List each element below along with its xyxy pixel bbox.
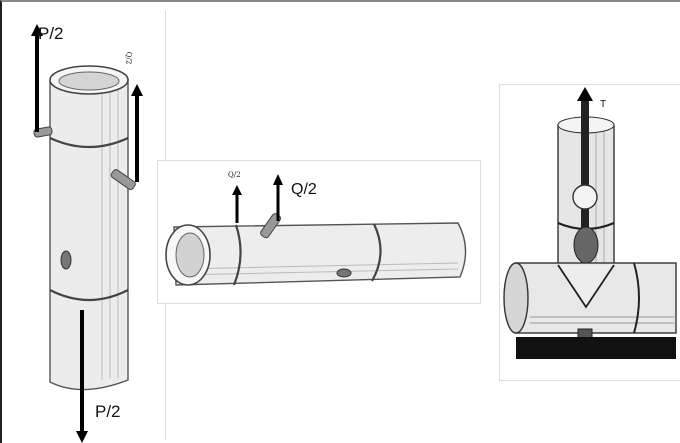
arrow-up-p-half	[31, 24, 43, 36]
arrow-up-q-half	[131, 84, 143, 96]
t-joint-drawing	[503, 87, 677, 359]
base-support	[516, 337, 676, 359]
culm-body	[49, 79, 129, 391]
label-tension: T	[600, 99, 607, 110]
node-ring-lower	[49, 289, 129, 302]
label-q-half-vertical: Q/2	[124, 51, 133, 65]
culm-shading	[101, 84, 119, 380]
culm-hole-mid	[336, 268, 352, 278]
horizontal-culm-drawing	[165, 174, 467, 286]
culm-end-inner	[175, 232, 205, 278]
arrow-down-p-half	[76, 431, 88, 443]
label-q-half-small: Q/2	[228, 171, 241, 179]
slot-hole	[573, 226, 599, 264]
panel-horizontal-culm: Q/2 Q/2	[157, 160, 481, 304]
arrow-up-q-small	[232, 185, 242, 195]
node-ring-horizontal	[633, 262, 640, 334]
culm-body-horizontal	[173, 222, 467, 286]
washer-top	[572, 184, 598, 210]
panel-t-joint-section: T	[499, 84, 680, 381]
fish-mouth-saddle	[557, 264, 615, 309]
bolt-right	[110, 169, 136, 191]
culm-hole	[60, 250, 72, 270]
threaded-rod	[581, 95, 589, 345]
label-q-half-mid: Q/2	[291, 181, 317, 198]
label-p-half-top: P/2	[38, 24, 64, 43]
vertical-culm-drawing	[31, 24, 143, 443]
node-ring-mid-2	[371, 223, 382, 282]
arrow-up-tension	[577, 87, 593, 101]
culm-top-inner	[58, 71, 120, 91]
label-p-half-bottom: P/2	[95, 402, 121, 421]
panel-vertical-culm: P/2 Q/2 P/2	[10, 10, 166, 443]
node-ring-mid-1	[232, 224, 242, 286]
arrow-up-q-mid	[273, 174, 283, 185]
node-ring-upper	[49, 137, 129, 149]
